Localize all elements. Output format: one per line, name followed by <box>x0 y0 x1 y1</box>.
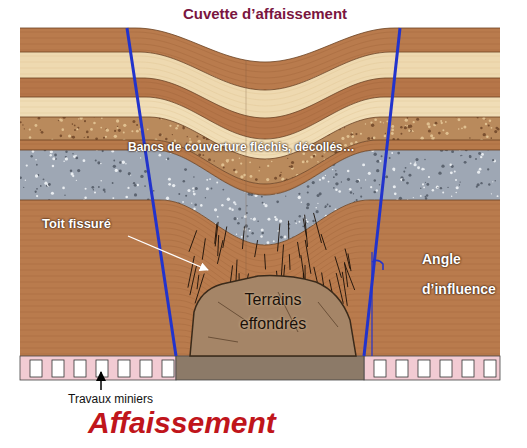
node-text: Terrains effondrés <box>216 288 330 336</box>
coal-seam <box>20 356 176 380</box>
collapsed-rock: Terrains effondrés <box>188 272 358 358</box>
mine-room <box>52 360 64 377</box>
mine-room <box>96 360 108 377</box>
layer-boundary <box>20 200 500 245</box>
influence-line <box>127 28 176 356</box>
angle-arc <box>372 260 383 270</box>
mine-room <box>484 360 496 377</box>
label: Angle d’influence <box>422 244 508 304</box>
vertical-reference <box>371 252 372 356</box>
goaf <box>176 356 364 380</box>
mine-room <box>396 360 408 377</box>
coal-seam <box>364 356 500 380</box>
influence-line <box>364 28 400 356</box>
label: Cuvette d’affaissement <box>140 5 390 22</box>
mine-room <box>418 360 430 377</box>
label: Toit fissuré <box>42 216 111 231</box>
mine-room <box>140 360 152 377</box>
mine-room <box>30 360 42 377</box>
leader-arrow <box>128 236 208 270</box>
mine-room <box>162 360 174 377</box>
mine-room <box>440 360 452 377</box>
leader-arrow <box>100 372 102 390</box>
mine-room <box>462 360 474 377</box>
grain <box>20 204 500 447</box>
mine-room <box>74 360 86 377</box>
caption: Affaissement <box>88 406 276 440</box>
layer-boundary <box>20 150 500 195</box>
mine-room <box>374 360 386 377</box>
mine-room <box>118 360 130 377</box>
rock-layer <box>20 200 500 356</box>
label: Bancs de couverture fléchis, décollés… <box>128 140 355 154</box>
label: Travaux miniers <box>68 392 153 406</box>
